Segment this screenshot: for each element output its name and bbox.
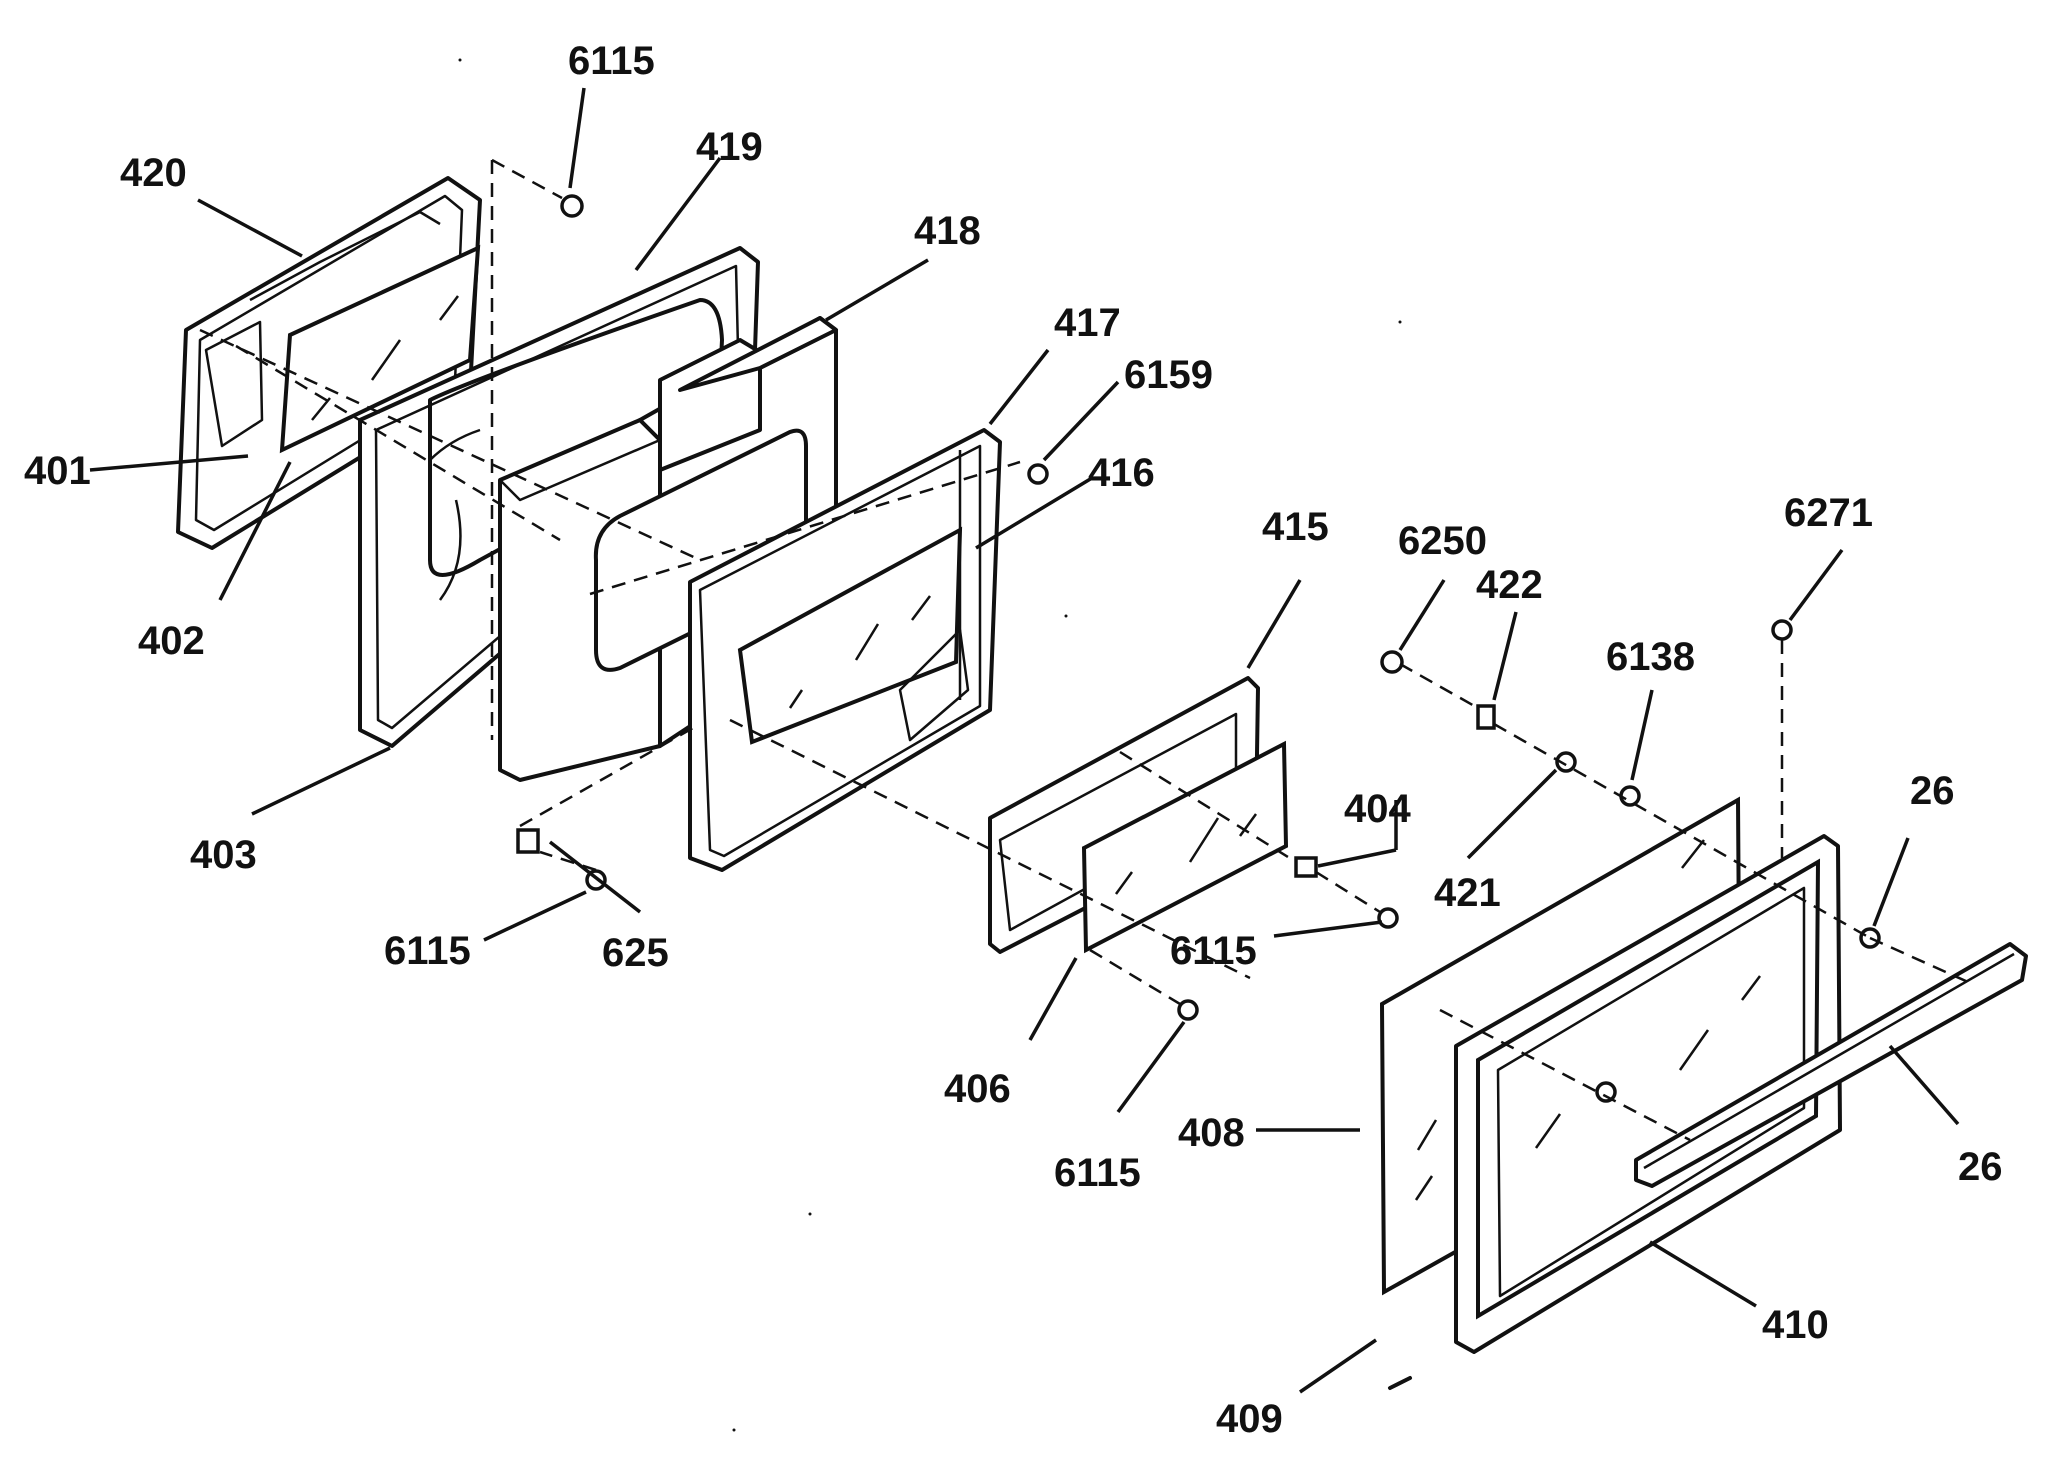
spacer-center-icon	[1595, 1081, 1617, 1103]
label-404: 404	[1344, 787, 1411, 831]
part-420-inner-liner	[176, 176, 482, 550]
label-409: 409	[1216, 1397, 1283, 1441]
label-6250: 6250	[1398, 519, 1487, 563]
label-26-bottom: 26	[1958, 1145, 2003, 1189]
label-6115-bottom: 6115	[1054, 1151, 1141, 1195]
label-418: 418	[914, 209, 981, 253]
leader-lines	[89, 87, 1960, 1394]
label-6115-top: 6115	[568, 39, 655, 83]
paper-specks	[458, 58, 1402, 1432]
label-410: 410	[1762, 1303, 1829, 1347]
assembly-lines	[199, 158, 1969, 1142]
washer-421-icon	[1555, 751, 1577, 773]
part-406-glass-pane	[1081, 740, 1289, 954]
label-419: 419	[696, 125, 763, 169]
label-401: 401	[24, 449, 91, 493]
label-415: 415	[1262, 505, 1329, 549]
part-26-handle	[1634, 942, 2028, 1188]
screw-6115-bottom-icon	[1177, 999, 1199, 1021]
label-402: 402	[138, 619, 205, 663]
screw-6250-icon	[1380, 650, 1404, 674]
label-6115-left: 6115	[384, 929, 471, 973]
label-6115-mid: 6115	[1170, 929, 1257, 973]
label-26-right: 26	[1910, 769, 1955, 813]
label-406: 406	[944, 1067, 1011, 1111]
clip-404-icon	[1294, 856, 1318, 878]
label-420: 420	[120, 151, 187, 195]
label-6159: 6159	[1124, 353, 1213, 397]
part-410-outer-frame	[1454, 834, 1842, 1354]
part-417-glass-frame	[688, 428, 1002, 872]
label-625: 625	[602, 931, 669, 975]
label-408: 408	[1178, 1111, 1245, 1155]
washer-6138-icon	[1619, 785, 1641, 807]
pin-409-icon	[1388, 1376, 1412, 1390]
clip-625-icon	[516, 828, 540, 854]
label-416: 416	[1088, 451, 1155, 495]
label-422: 422	[1476, 563, 1543, 607]
label-6138: 6138	[1606, 635, 1695, 679]
screw-6115-top-icon	[560, 194, 584, 218]
label-6271: 6271	[1784, 491, 1873, 535]
bracket-422-icon	[1476, 704, 1496, 730]
label-421: 421	[1434, 871, 1501, 915]
nut-6159-icon	[1027, 463, 1049, 485]
screw-6115-mid-icon	[1377, 907, 1399, 929]
screw-6271-icon	[1771, 619, 1793, 641]
part-labels: 6115 420 419 418 417 6159 416 401 402 41…	[24, 39, 2003, 1441]
label-403: 403	[190, 833, 257, 877]
label-417: 417	[1054, 301, 1121, 345]
